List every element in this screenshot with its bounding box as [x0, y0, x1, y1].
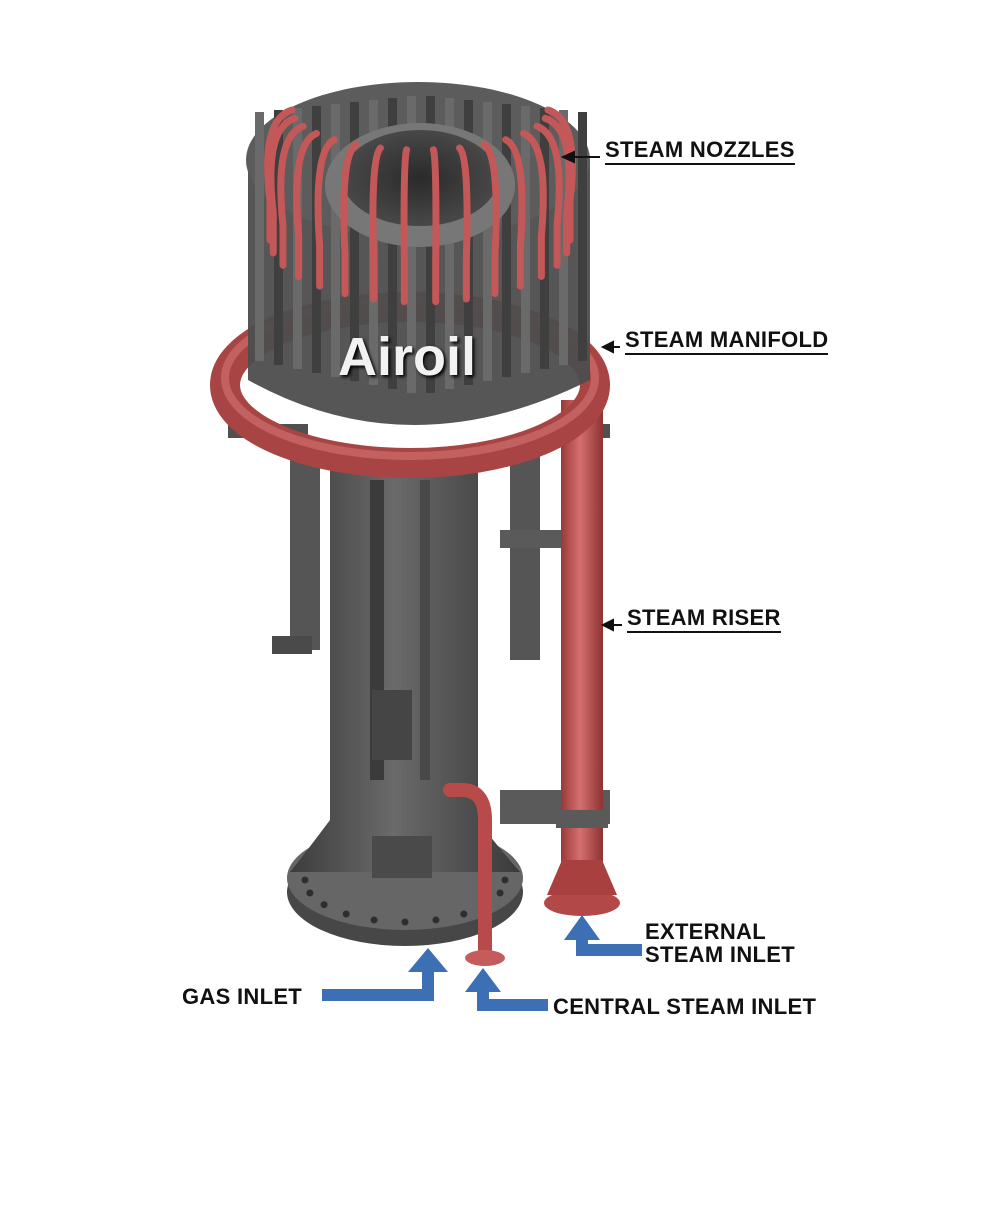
cage-bar — [578, 112, 587, 361]
flange-bolt-hole — [370, 916, 378, 924]
flange-bolt-hole — [320, 901, 328, 909]
external-steam-inlet-arrowhead — [564, 915, 600, 940]
flange-bolt-hole — [496, 889, 504, 897]
flange-bolt-hole — [401, 918, 409, 926]
steam-nozzle — [533, 122, 563, 269]
steam-nozzle — [314, 136, 338, 290]
steam-nozzle — [456, 144, 471, 303]
steam-nozzle — [369, 144, 384, 303]
label-external-steam-inlet-line2: STEAM INLET — [645, 942, 795, 967]
cage-bar — [255, 112, 264, 361]
flange-bolt-hole — [342, 910, 350, 918]
nozzle-cage — [246, 82, 590, 425]
cage-bar — [483, 102, 492, 381]
label-central-steam-inlet: CENTRAL STEAM INLET — [553, 994, 817, 1019]
steam-nozzle — [541, 114, 573, 257]
leader-lines — [560, 150, 622, 632]
cage-bar — [521, 106, 530, 373]
steam-riser-pipe — [544, 400, 620, 916]
label-steam-riser: STEAM RISER — [627, 606, 781, 633]
flange-bolt-hole — [460, 910, 468, 918]
steam-nozzle — [502, 136, 526, 290]
steam-nozzle — [340, 141, 360, 298]
label-gas-inlet: GAS INLET — [182, 984, 303, 1009]
flange-bolt-hole — [306, 889, 314, 897]
brand-logo: Airoil — [338, 327, 477, 387]
inlet-arrows — [322, 915, 642, 1011]
flange-bolt-hole — [301, 876, 309, 884]
label-external-steam-inlet-line1: EXTERNAL — [645, 919, 766, 944]
steam-nozzle — [480, 141, 500, 298]
cage-bar — [502, 104, 511, 377]
flare-body — [290, 470, 520, 878]
cage-bar — [331, 104, 340, 377]
steam-nozzle — [520, 130, 547, 280]
central-steam-inlet-arrow — [477, 988, 548, 1011]
gas-inlet-arrowhead — [408, 948, 448, 972]
gas-inlet-arrow — [322, 968, 434, 1001]
label-steam-nozzles: STEAM NOZZLES — [605, 138, 795, 165]
steam-nozzle — [277, 122, 307, 269]
cage-bar — [274, 110, 283, 365]
steam-nozzle — [264, 106, 296, 244]
steam-nozzle — [293, 130, 320, 280]
steam-nozzle — [400, 146, 411, 306]
label-steam-manifold: STEAM MANIFOLD — [625, 328, 829, 355]
central-steam-inlet-arrowhead — [465, 968, 501, 992]
central-steam-pipe — [443, 783, 505, 966]
flange-bolt-hole — [501, 876, 509, 884]
flange-bolt-hole — [432, 916, 440, 924]
cage-bar — [350, 102, 359, 381]
steam-nozzle — [429, 146, 440, 306]
